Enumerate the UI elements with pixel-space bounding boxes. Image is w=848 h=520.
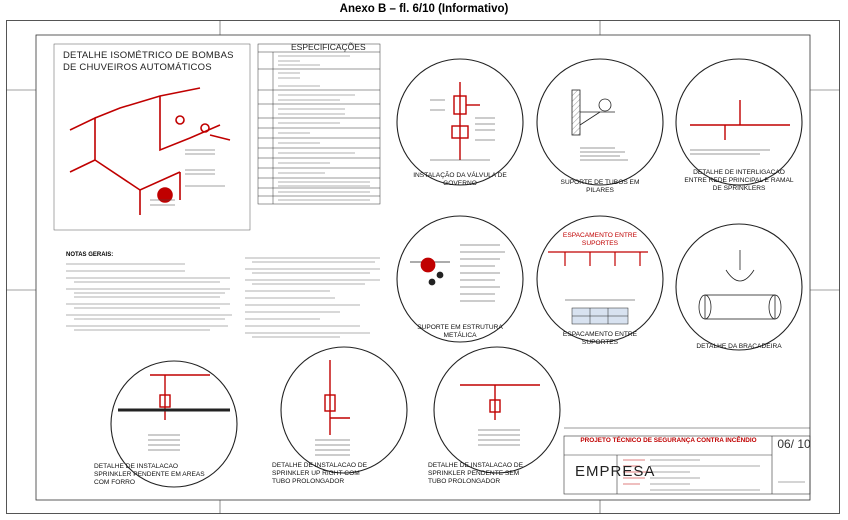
label-espacamento: ESPACAMENTO ENTRE SUPORTES bbox=[562, 331, 638, 346]
page-header: Anexo B – fl. 6/10 (Informativo) bbox=[339, 3, 509, 15]
detail-circle-estrutura bbox=[396, 215, 524, 343]
sheet-number: 06/ 10 bbox=[777, 437, 811, 451]
company-name: EMPRESA bbox=[575, 463, 656, 480]
label-interligacao: DETALHE DE INTERLIGACAO ENTRE REDE PRINC… bbox=[684, 169, 794, 192]
iso-title-line1: DETALHE ISOMÉTRICO DE BOMBAS bbox=[63, 50, 234, 61]
notes-lines bbox=[66, 257, 380, 338]
label-governo: INSTALAÇÃO DA VÁLVULA DE GOVERNO bbox=[413, 172, 507, 187]
isometric-drawing bbox=[69, 87, 231, 215]
notes-title: NOTAS GERAIS: bbox=[66, 252, 114, 258]
detail-circle-interligacao bbox=[675, 58, 803, 186]
detail-circle-forro bbox=[110, 360, 238, 488]
project-title: PROJETO TÉCNICO DE SEGURANÇA CONTRA INCÊ… bbox=[580, 437, 757, 444]
detail-circle-pendente bbox=[433, 346, 561, 474]
drawing-frame bbox=[6, 20, 840, 514]
detail-circle-pilares bbox=[536, 58, 664, 186]
label-forro: DETALHE DE INSTALACAO SPRINKLER PENDENTE… bbox=[94, 463, 205, 486]
label-upright: DETALHE DE INSTALACAO DE SPRINKLER UP RI… bbox=[272, 462, 368, 485]
label-espacamento-inner: ESPACAMENTO ENTRE SUPORTES bbox=[562, 232, 638, 247]
detail-circle-bracadeira bbox=[675, 223, 803, 351]
title-block-lines bbox=[563, 427, 811, 495]
detail-circle-governo bbox=[396, 58, 524, 186]
label-estrutura: SUPORTE EM ESTRUTURA METÁLICA bbox=[417, 324, 503, 339]
spec-title: ESPECIFICAÇÕES bbox=[291, 42, 366, 52]
detail-circle-espacamento bbox=[536, 215, 664, 343]
spec-table bbox=[257, 43, 381, 205]
iso-title-line2: DE CHUVEIROS AUTOMÁTICOS bbox=[63, 62, 212, 73]
detail-circle-upright bbox=[280, 346, 408, 474]
label-pilares: SUPORTE DE TUBOS EM PILARES bbox=[560, 179, 640, 194]
label-bracadeira: DETALHE DA BRACADEIRA bbox=[696, 343, 782, 350]
label-pendente: DETALHE DE INSTALACAO DE SPRINKLER PENDE… bbox=[428, 462, 524, 485]
